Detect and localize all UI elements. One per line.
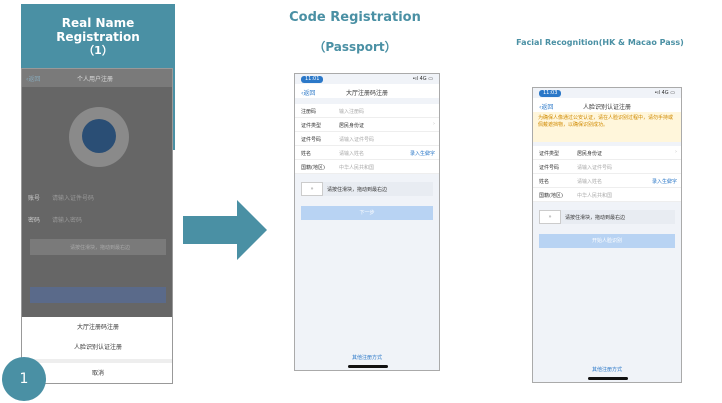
- id-number-field[interactable]: 证件号码 请输入证件号码: [295, 132, 439, 146]
- slider-handle-icon[interactable]: »: [539, 210, 561, 224]
- slide-title: Real Name Registration: [56, 16, 140, 44]
- field-label: 国籍(地区): [301, 165, 325, 171]
- start-face-recognition-button[interactable]: 开始人脸识别: [539, 234, 675, 248]
- warning-notice: 为确保人像通过公安认证，请在人脸识别过程中，请勿手持或佩戴遮挡物，以确保识别成功…: [533, 112, 681, 142]
- phone1-nav-bar: ‹返回 个人用户注册: [22, 69, 172, 87]
- phone1-slider-text: 请按住滑块，拖动到最右边: [70, 245, 131, 251]
- phone-real-name-registration: ‹返回 个人用户注册 账号 请输入证件号码 密码 请输入密码 请按住滑块，拖动到…: [21, 68, 173, 384]
- back-button[interactable]: ‹返回: [539, 104, 554, 111]
- field-label: 证件类型: [539, 151, 560, 157]
- field-value: 中华人民共和国: [339, 165, 375, 171]
- password-placeholder: 请输入密码: [52, 217, 83, 224]
- id-type-select[interactable]: 证件类型 居民身份证 ›: [533, 146, 681, 160]
- password-field[interactable]: 密码 请输入密码: [22, 209, 172, 229]
- id-type-select[interactable]: 证件类型 居民身份证 ›: [295, 118, 439, 132]
- user-icon: [82, 119, 116, 153]
- code-registration-title: Code Registration: [289, 10, 421, 25]
- slide-verify[interactable]: » 请按住滑块，拖动到最右边: [539, 210, 675, 224]
- field-label: 注册码: [301, 109, 317, 115]
- field-value: 居民身份证: [577, 151, 603, 157]
- registration-code-field[interactable]: 注册码 输入注册码: [295, 104, 439, 118]
- password-label: 密码: [28, 217, 41, 224]
- status-bar: 11:01 •ıl 4G ▭: [295, 74, 439, 84]
- sheet-item-facial-registration[interactable]: 人脸识别认证注册: [73, 344, 122, 351]
- status-bar: 11:03 •ıl 4G ▭: [533, 88, 681, 98]
- slider-handle-icon[interactable]: »: [301, 182, 323, 196]
- field-placeholder: 请输入姓名: [339, 151, 365, 157]
- slider-text: 请按住滑块，拖动到最右边: [327, 187, 388, 193]
- signal-icon: •ıl 4G ▭: [412, 76, 433, 82]
- sheet-item-code-registration[interactable]: 大厅注册码注册: [76, 324, 119, 331]
- home-indicator: [588, 377, 628, 380]
- sheet-divider: [22, 359, 172, 363]
- next-button[interactable]: 下一步: [301, 206, 433, 220]
- slide-verify[interactable]: » 请按住滑块，拖动到最右边: [301, 182, 433, 196]
- field-label: 国籍(地区): [539, 193, 563, 199]
- status-time: 11:01: [301, 76, 324, 83]
- field-label: 证件号码: [301, 137, 322, 143]
- nationality-field[interactable]: 国籍(地区) 中华人民共和国: [533, 188, 681, 202]
- name-field[interactable]: 姓名 请输入姓名 录入生僻字: [533, 174, 681, 188]
- field-label: 姓名: [539, 179, 550, 185]
- phone1-title: 个人用户注册: [77, 76, 114, 83]
- id-number-field[interactable]: 证件号码 请输入证件号码: [533, 160, 681, 174]
- field-placeholder: 请输入姓名: [577, 179, 603, 185]
- back-button[interactable]: ‹返回: [26, 76, 41, 83]
- step-number-badge: 1: [2, 357, 46, 401]
- field-label: 证件号码: [539, 165, 560, 171]
- home-indicator: [348, 365, 388, 368]
- field-value: 居民身份证: [339, 123, 365, 129]
- chevron-right-icon: ›: [433, 121, 435, 127]
- nationality-field[interactable]: 国籍(地区) 中华人民共和国: [295, 160, 439, 174]
- other-registration-link[interactable]: 其他注册方式: [351, 355, 382, 361]
- code-registration-subtitle: （Passport）: [313, 40, 397, 54]
- phone2-title: 大厅注册码注册: [345, 90, 388, 97]
- account-label: 账号: [28, 195, 41, 202]
- phone-code-registration: 11:01 •ıl 4G ▭ ‹返回 大厅注册码注册 注册码 输入注册码 证件类…: [294, 73, 440, 371]
- status-time: 11:03: [539, 90, 562, 97]
- phone1-login-button[interactable]: [30, 287, 166, 303]
- field-label: 证件类型: [301, 123, 322, 129]
- chevron-right-icon: ›: [675, 149, 677, 155]
- field-placeholder: 请输入证件号码: [577, 165, 613, 171]
- field-value: 中华人民共和国: [577, 193, 613, 199]
- signal-icon: •ıl 4G ▭: [654, 90, 675, 96]
- field-placeholder: 请输入证件号码: [339, 137, 375, 143]
- warning-text: 为确保人像通过公安认证，请在人脸识别过程中，请勿手持或佩戴遮挡物，以确保识别成功…: [538, 115, 674, 128]
- phone3-nav-bar: ‹返回 人脸识别认证注册: [533, 98, 681, 112]
- phone1-slider[interactable]: 请按住滑块，拖动到最右边: [30, 239, 166, 255]
- avatar: [69, 107, 129, 167]
- account-placeholder: 请输入证件号码: [52, 195, 95, 202]
- phone2-nav-bar: ‹返回 大厅注册码注册: [295, 84, 439, 98]
- facial-recognition-title: Facial Recognition(HK & Macao Pass): [516, 38, 684, 47]
- back-button[interactable]: ‹返回: [301, 90, 316, 97]
- action-sheet: 大厅注册码注册 人脸识别认证注册 取消: [22, 317, 172, 383]
- field-placeholder: 输入注册码: [339, 109, 365, 115]
- account-field[interactable]: 账号 请输入证件号码: [22, 187, 172, 207]
- rare-character-link[interactable]: 录入生僻字: [651, 179, 677, 185]
- name-field[interactable]: 姓名 请输入姓名 录入生僻字: [295, 146, 439, 160]
- rare-character-link[interactable]: 录入生僻字: [409, 151, 435, 157]
- sheet-cancel-button[interactable]: 取消: [91, 370, 104, 377]
- slider-text: 请按住滑块，拖动到最右边: [565, 215, 626, 221]
- arrow-right-icon: [183, 200, 267, 260]
- field-label: 姓名: [301, 151, 312, 157]
- phone-facial-registration: 11:03 •ıl 4G ▭ ‹返回 人脸识别认证注册 为确保人像通过公安认证，…: [532, 87, 682, 383]
- phone3-title: 人脸识别认证注册: [582, 104, 631, 111]
- slide-subtitle: （1）: [83, 44, 113, 57]
- other-registration-link[interactable]: 其他注册方式: [591, 367, 622, 373]
